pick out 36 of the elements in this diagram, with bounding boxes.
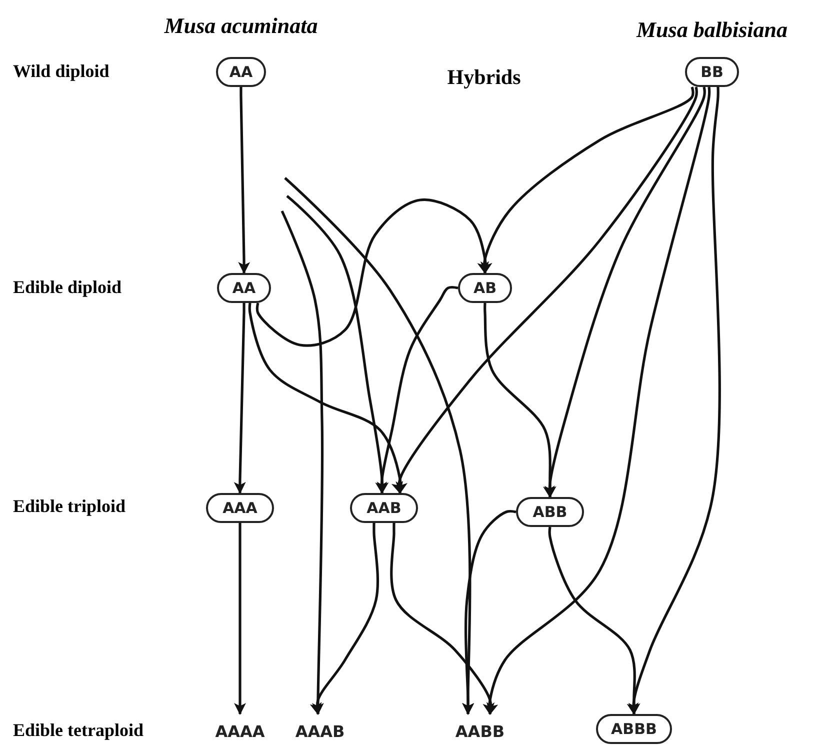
species-heading: Musa acuminata [164,12,318,39]
arrow [248,302,408,494]
genome-pill: AA [217,273,271,303]
genome-pill: BB [685,57,739,87]
arrow [626,86,721,715]
genome-label: AABB [450,717,510,741]
arrow [238,87,250,274]
arrow [392,86,698,494]
species-heading: Musa balbisiana [636,16,788,43]
arrow [462,510,516,715]
genome-label: AAAB [290,717,350,741]
arrow [234,302,246,494]
row-label: Edible tetraploid [13,720,144,742]
row-label: Edible diploid [13,277,122,298]
arrow [375,286,458,494]
arrow [390,522,498,715]
arrow [280,210,324,715]
genome-pill: ABB [516,497,584,527]
arrow [548,526,640,715]
row-label: Wild diploid [13,61,110,82]
genome-pill: AB [458,273,512,303]
arrow [256,198,492,347]
arrow [477,86,694,274]
genome-label: AAAA [210,717,270,741]
genome-pill: AAA [206,493,274,523]
genome-pill: AAB [350,493,418,523]
group-heading: Hybrids [447,65,521,90]
genome-pill: AA [216,57,266,87]
arrow [286,195,389,494]
row-label: Edible triploid [13,496,126,518]
genome-pill: ABBB [596,714,672,744]
arrow [234,523,246,715]
arrow [482,86,711,715]
arrow [484,302,556,498]
arrow [543,86,706,498]
arrow [310,522,380,715]
